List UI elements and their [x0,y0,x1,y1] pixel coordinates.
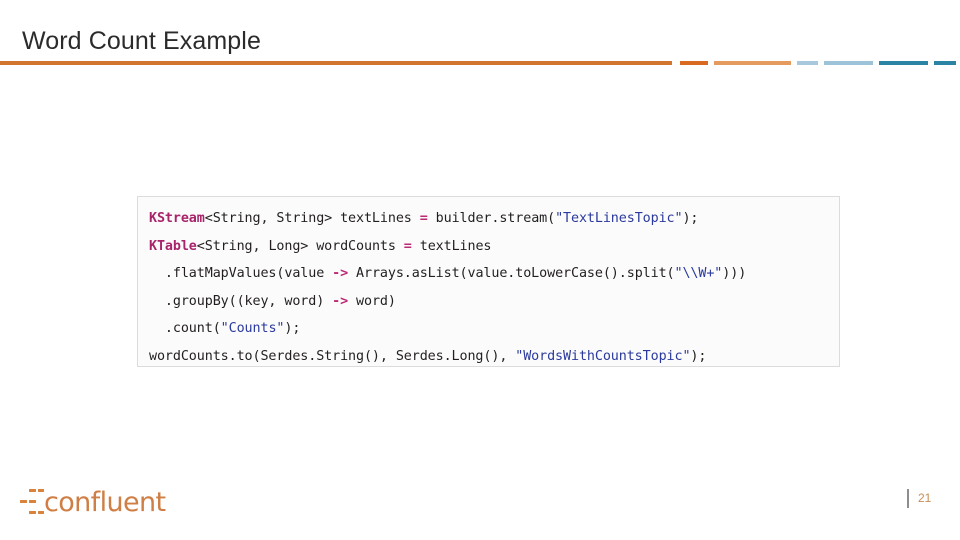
code-token-op: -> [332,266,349,281]
code-token-txt: textLines [411,238,492,254]
code-token-txt: .flatMapValues(value [149,266,333,281]
page-number: 21 [918,491,932,505]
code-block-content: KStream<String, String> textLines = buil… [149,205,835,370]
code-line: .count("Counts"); [149,315,835,343]
footer-separator [907,489,909,508]
confluent-logo-mark-icon [20,482,46,522]
code-token-kw: KStream [149,211,205,226]
code-line: .groupBy((key, word) -> word) [149,288,835,316]
code-token-txt: <String, Long> wordCounts [196,238,404,254]
confluent-logo: confluent [20,482,170,524]
code-token-str: "TextLinesTopic" [555,211,683,226]
code-token-op: = [419,211,428,226]
code-line: KTable<String, Long> wordCounts = textLi… [149,233,835,261]
code-token-txt: ); [682,211,699,226]
code-line: KStream<String, String> textLines = buil… [149,205,835,233]
pale-blue-dash [797,61,818,65]
page-title: Word Count Example [22,27,261,55]
code-token-txt: ))) [722,266,747,281]
code-token-txt: ); [690,348,707,364]
code-token-txt: .count( [149,321,221,336]
header-rule [0,61,960,65]
code-token-txt: builder.stream( [427,211,556,226]
code-block: KStream<String, String> textLines = buil… [137,196,840,367]
code-token-txt: .groupBy((key, word) [149,293,333,309]
teal-dash [934,61,956,65]
code-token-txt: wordCounts.to(Serdes.String(), Serdes.Lo… [149,348,516,364]
slide-header: Word Count Example [0,0,960,66]
code-token-txt: ); [284,321,301,336]
light-blue-bar [824,61,873,65]
code-token-str: "\\W+" [674,266,723,281]
confluent-wordmark: confluent [44,487,166,518]
code-token-op: -> [332,293,349,309]
code-token-str: "Counts" [220,321,285,336]
light-orange-bar [714,61,791,65]
slide-footer: confluent 21 [0,480,960,540]
code-token-kw: KTable [149,238,197,254]
dark-orange-dash [680,61,708,65]
code-token-str: "WordsWithCountsTopic" [515,348,691,364]
main-orange-rule [0,61,672,65]
code-token-txt: Arrays.asList(value.toLowerCase().split( [348,266,675,281]
teal-bar [879,61,928,65]
code-line: .flatMapValues(value -> Arrays.asList(va… [149,260,835,288]
code-token-op: = [403,238,412,254]
code-token-txt: <String, String> textLines [204,211,420,226]
code-line: wordCounts.to(Serdes.String(), Serdes.Lo… [149,343,835,371]
code-token-txt: word) [348,293,396,309]
